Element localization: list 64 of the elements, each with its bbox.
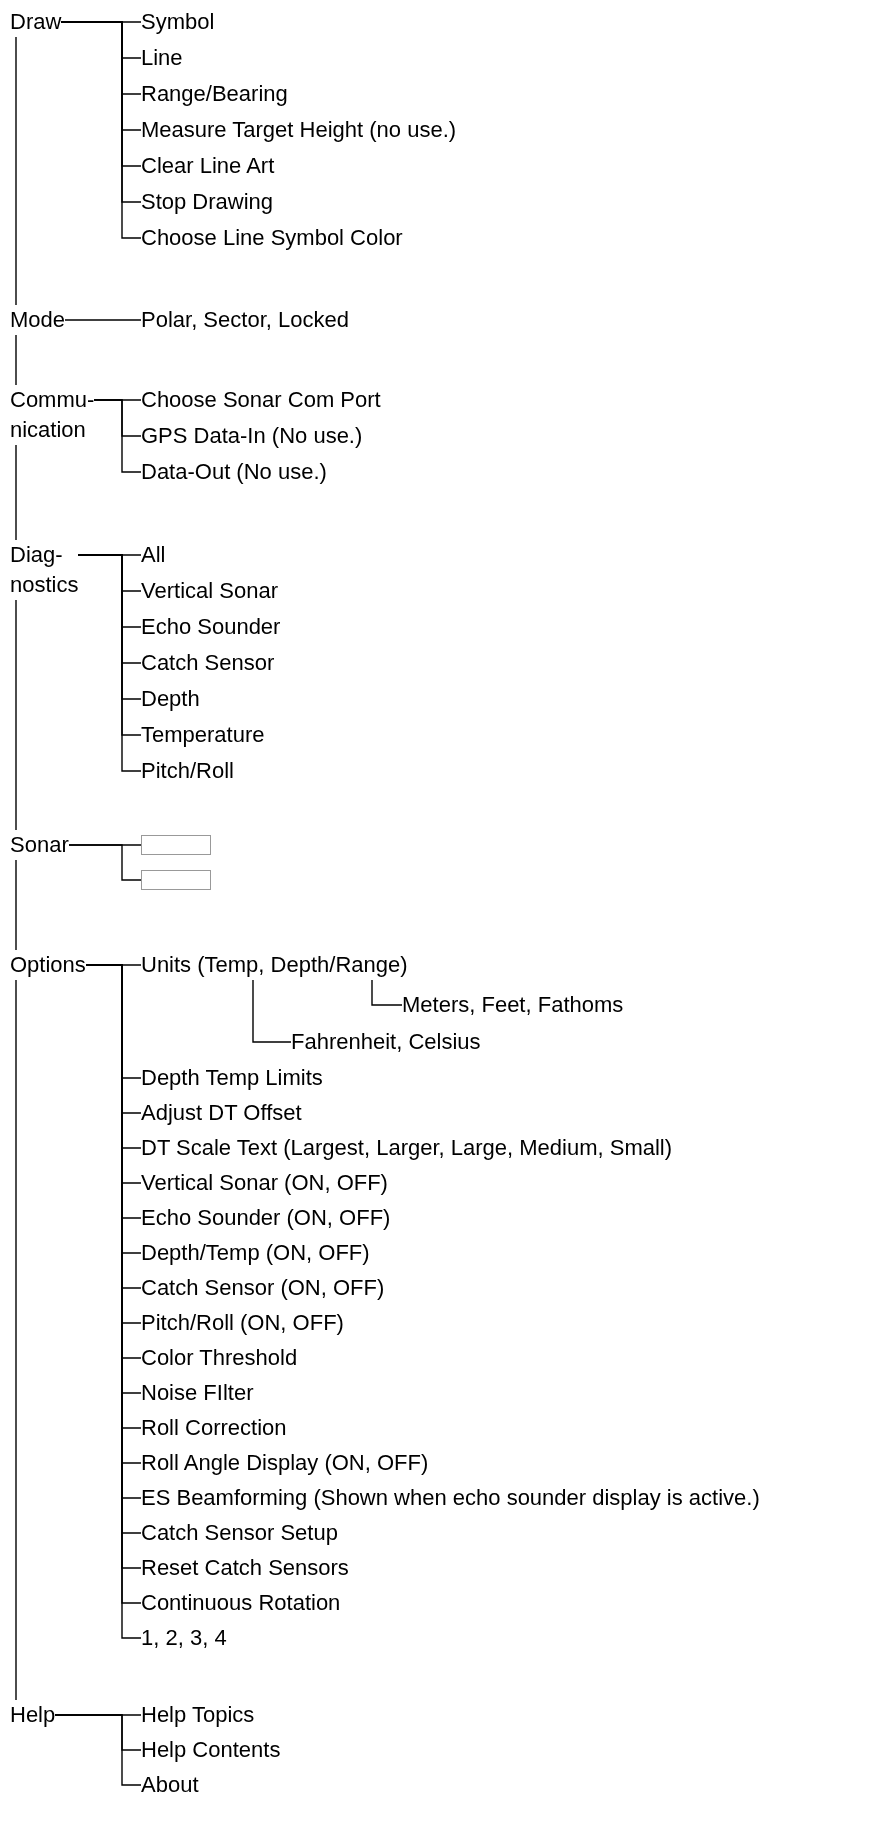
menu-heading: Mode [10, 305, 66, 335]
menu-item: 1, 2, 3, 4 [141, 1623, 227, 1653]
menu-heading: Draw [10, 7, 62, 37]
menu-item: Stop Drawing [141, 187, 274, 217]
menu-item: Meters, Feet, Fathoms [402, 990, 624, 1020]
connector-line [15, 36, 17, 306]
connector-line [15, 979, 17, 1701]
menu-item: Roll Correction [141, 1413, 287, 1443]
menu-item: Echo Sounder (ON, OFF) [141, 1203, 391, 1233]
menu-item: Data-Out (No use.) [141, 457, 327, 487]
menu-item: Fahrenheit, Celsius [291, 1027, 481, 1057]
menu-item: Line [141, 43, 183, 73]
connector-line [15, 859, 17, 951]
menu-item: ES Beamforming (Shown when echo sounder display is active.) [141, 1483, 760, 1513]
menu-item: Vertical Sonar (ON, OFF) [141, 1168, 388, 1198]
menu-item: DT Scale Text (Largest, Larger, Large, Medium, Small) [141, 1133, 673, 1163]
menu-heading: Diag- nostics [10, 540, 79, 600]
connector-line [68, 844, 142, 881]
menu-item: Echo Sounder [141, 612, 281, 642]
menu-item: Catch Sensor Setup [141, 1518, 338, 1548]
connector-line [15, 334, 17, 386]
menu-item: GPS Data-In (No use.) [141, 421, 363, 451]
empty-box [141, 870, 211, 890]
connector-line [54, 1714, 142, 1786]
menu-heading: Commu- nication [10, 385, 95, 445]
menu-item: Measure Target Height (no use.) [141, 115, 457, 145]
menu-item: About [141, 1770, 199, 1800]
menu-item: Help Topics [141, 1700, 255, 1730]
menu-heading: Help [10, 1700, 56, 1730]
connector-line [60, 21, 142, 239]
menu-item: Help Contents [141, 1735, 281, 1765]
menu-item: Noise FIlter [141, 1378, 254, 1408]
menu-item: Color Threshold [141, 1343, 298, 1373]
menu-heading: Sonar [10, 830, 69, 860]
menu-item: Choose Line Symbol Color [141, 223, 403, 253]
connector-line [371, 979, 403, 1006]
menu-item: Continuous Rotation [141, 1588, 341, 1618]
menu-item: Units (Temp, Depth/Range) [141, 950, 408, 980]
menu-item: Reset Catch Sensors [141, 1553, 349, 1583]
menu-item: Choose Sonar Com Port [141, 385, 381, 415]
connector-line [77, 554, 142, 772]
menu-item: Vertical Sonar [141, 576, 278, 606]
connector-line [252, 979, 292, 1043]
menu-item: Symbol [141, 7, 215, 37]
menu-heading: Options [10, 950, 86, 980]
menu-item: Depth Temp Limits [141, 1063, 323, 1093]
menu-item: Clear Line Art [141, 151, 275, 181]
menu-item: Depth [141, 684, 200, 714]
menu-item: Temperature [141, 720, 265, 750]
connector-line [93, 399, 142, 473]
menu-item: All [141, 540, 166, 570]
menu-item: Pitch/Roll (ON, OFF) [141, 1308, 344, 1338]
menu-item: Range/Bearing [141, 79, 288, 109]
menu-item: Adjust DT Offset [141, 1098, 302, 1128]
empty-box [141, 835, 211, 855]
menu-item: Roll Angle Display (ON, OFF) [141, 1448, 429, 1478]
menu-item: Pitch/Roll [141, 756, 234, 786]
connector-line [15, 599, 17, 831]
menu-item: Catch Sensor [141, 648, 275, 678]
connector-line [64, 319, 142, 321]
connector-line [15, 444, 17, 541]
menu-item: Catch Sensor (ON, OFF) [141, 1273, 385, 1303]
menu-item: Depth/Temp (ON, OFF) [141, 1238, 370, 1268]
menu-item: Polar, Sector, Locked [141, 305, 349, 335]
